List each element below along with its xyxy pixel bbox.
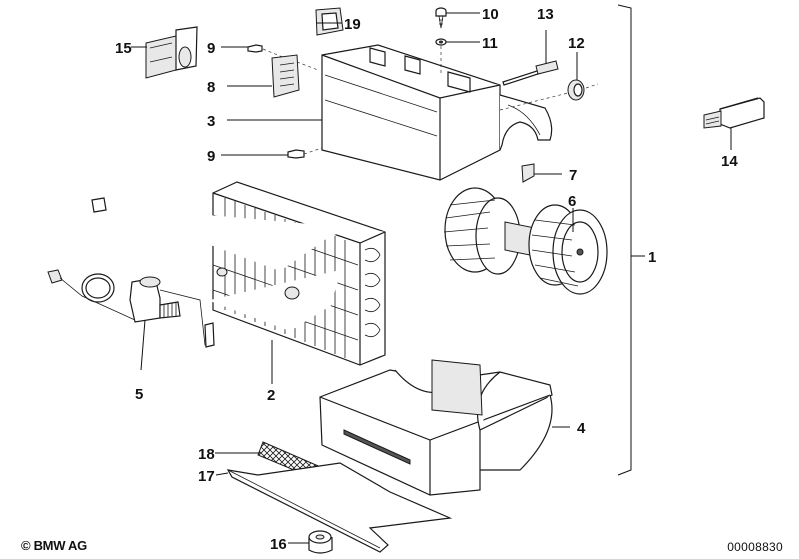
callout-14[interactable]: 14 [721, 153, 738, 170]
part-19-clip[interactable] [315, 7, 344, 36]
part-5-expansion-valve[interactable] [47, 269, 215, 348]
callout-10[interactable]: 10 [482, 6, 499, 23]
callout-12[interactable]: 12 [568, 35, 585, 52]
part-16-rubber-buffer[interactable] [308, 530, 333, 554]
part-4-lower-housing[interactable] [319, 359, 553, 496]
callout-3[interactable]: 3 [207, 113, 215, 130]
callout-6[interactable]: 6 [568, 193, 576, 210]
document-number: 00008830 [727, 540, 783, 554]
part-3-upper-housing[interactable] [321, 44, 553, 181]
callout-5[interactable]: 5 [135, 386, 143, 403]
part-8-resistor-board[interactable] [271, 54, 319, 98]
callout-9-top[interactable]: 9 [207, 40, 215, 57]
callout-9-bottom[interactable]: 9 [207, 148, 215, 165]
part-14-connector[interactable] [703, 97, 765, 129]
copyright-text: © BMW AG [21, 538, 87, 553]
part-10-screw[interactable] [435, 7, 447, 29]
callout-4[interactable]: 4 [577, 420, 586, 437]
assembly-bracket [617, 4, 632, 476]
part-9-screw-bottom[interactable] [287, 147, 323, 159]
callout-19[interactable]: 19 [344, 16, 361, 33]
callout-18[interactable]: 18 [198, 446, 215, 463]
callout-labels: 1 2 3 4 5 6 7 8 9 9 10 11 12 13 14 15 16… [115, 6, 738, 553]
part-17-flap-plate[interactable] [226, 462, 453, 553]
part-2-evaporator[interactable] [91, 181, 386, 366]
part-7-clip[interactable] [521, 163, 535, 183]
leader-lines [131, 12, 732, 544]
part-12-grommet[interactable] [499, 79, 599, 111]
callout-16[interactable]: 16 [270, 536, 287, 553]
callout-2[interactable]: 2 [267, 387, 275, 404]
callout-11[interactable]: 11 [482, 35, 498, 52]
part-15-control-switch[interactable] [145, 26, 198, 79]
part-6-blower-motor[interactable] [443, 187, 608, 295]
part-13-sensor[interactable] [502, 60, 559, 86]
callout-1[interactable]: 1 [648, 249, 656, 266]
callout-15[interactable]: 15 [115, 40, 132, 57]
callout-13[interactable]: 13 [537, 6, 554, 23]
callout-17[interactable]: 17 [198, 468, 215, 485]
callout-8[interactable]: 8 [207, 79, 215, 96]
callout-7[interactable]: 7 [569, 167, 577, 184]
